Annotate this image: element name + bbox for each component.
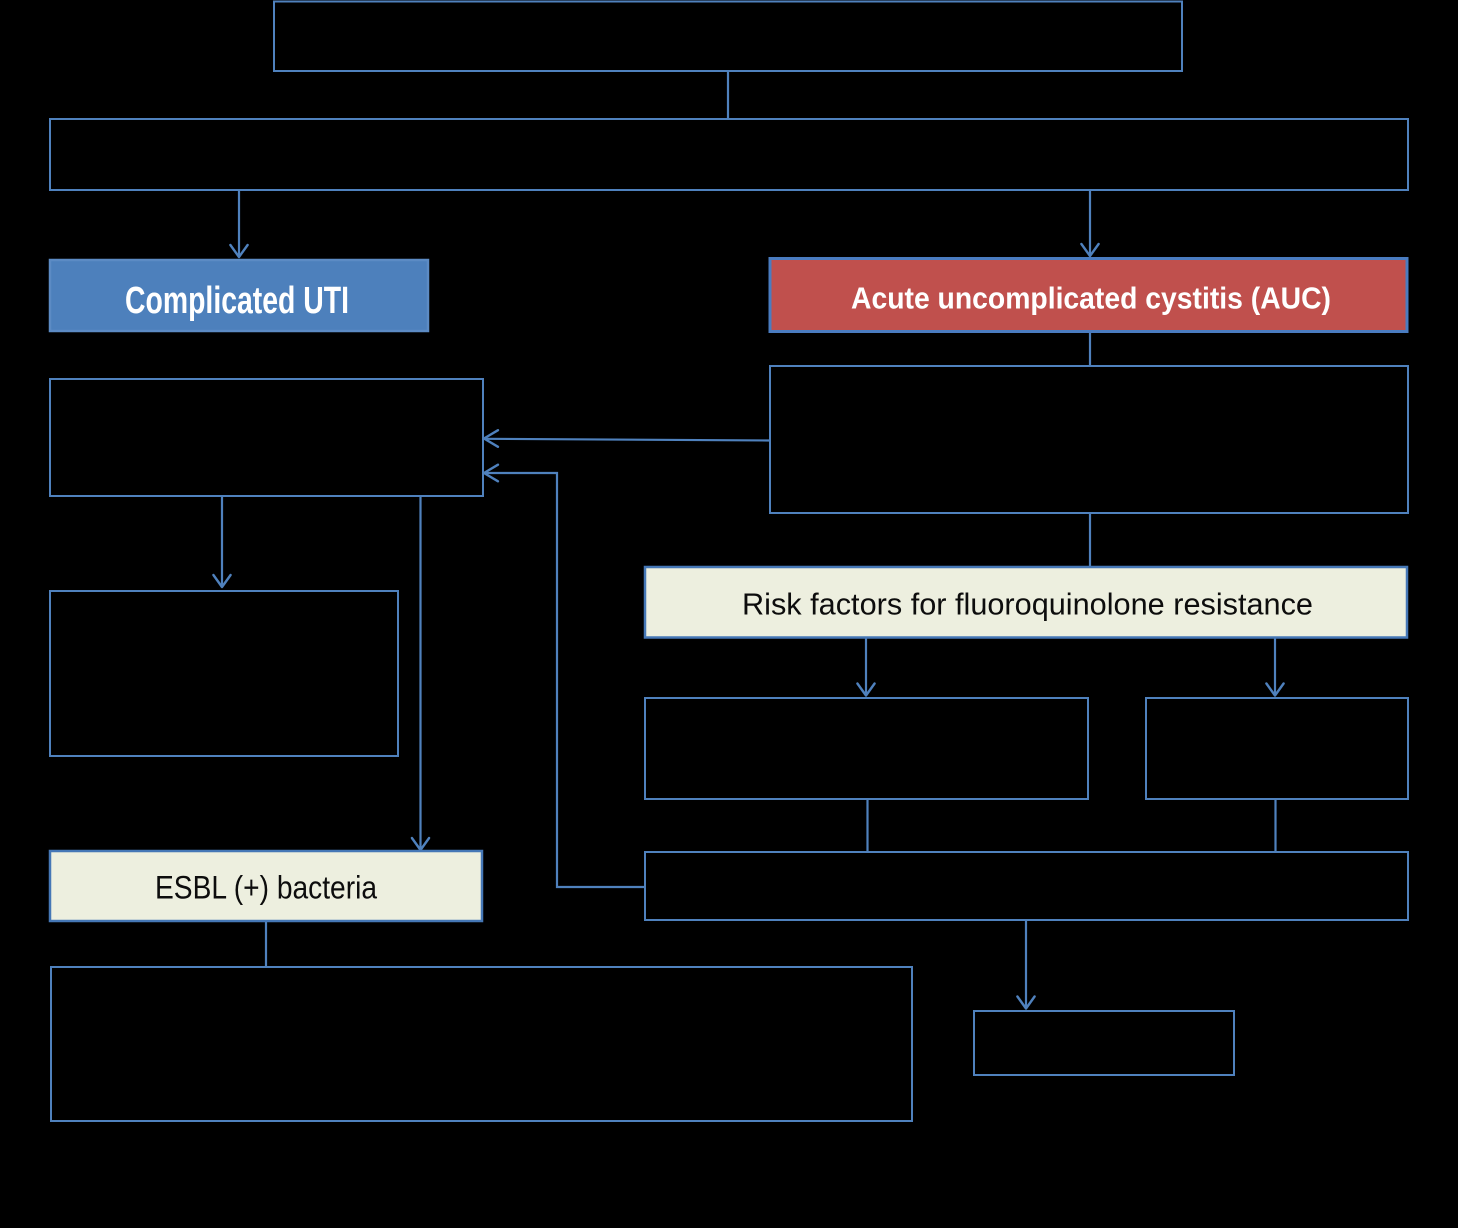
svg-text:Risk factors for fluoroquinolo: Risk factors for fluoroquinolone resista… — [742, 587, 1313, 622]
svg-text:Acute uncomplicated cystitis (: Acute uncomplicated cystitis (AUC) — [851, 281, 1331, 316]
svg-text:Complicated UTI: Complicated UTI — [125, 280, 349, 322]
svg-text:ESBL (+) bacteria: ESBL (+) bacteria — [155, 870, 377, 906]
